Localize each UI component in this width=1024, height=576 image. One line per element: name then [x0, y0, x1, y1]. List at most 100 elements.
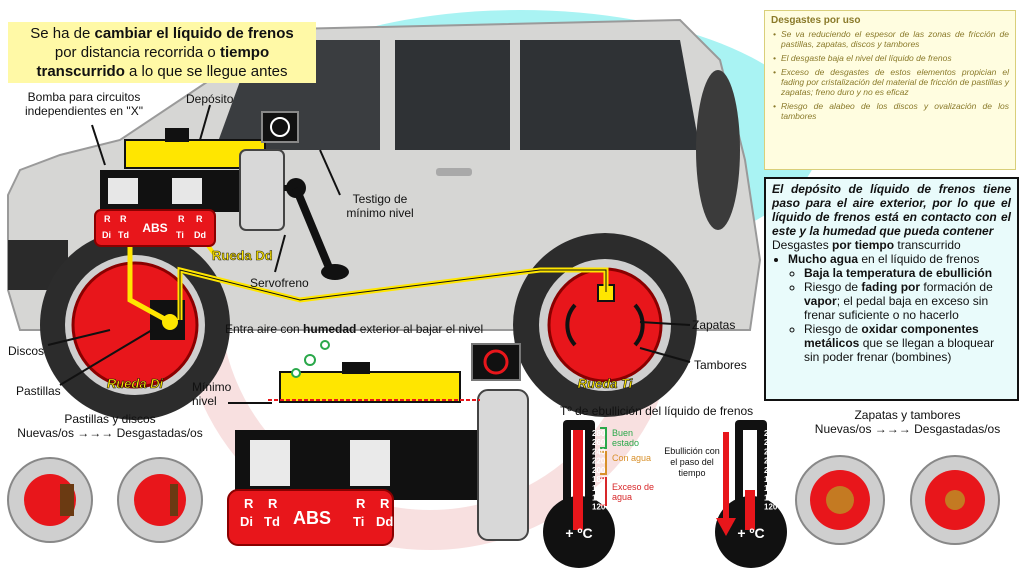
arrow-discos — [47, 329, 111, 346]
door-handle — [436, 168, 472, 176]
thermo-tick-label: 240 — [592, 447, 606, 456]
entra-aire-a: Entra aire con — [225, 322, 304, 336]
label-bomba: Bomba para circuitos independientes en "… — [25, 90, 143, 118]
sub2b: fading por — [861, 280, 921, 294]
line-c: transcurrido — [894, 238, 961, 252]
middle-window — [395, 40, 510, 150]
sub3b: oxidar componentes metálicos — [804, 322, 979, 350]
abs-label-large: ABS — [293, 508, 331, 528]
abs-unit — [94, 209, 216, 247]
thermo-left-plus-c: + ºC — [565, 525, 592, 541]
label-discos: Discos — [8, 344, 45, 358]
sub-item-2: Riesgo de fading por formación de vapor;… — [804, 280, 1011, 322]
shoes-worn — [945, 490, 965, 510]
arrow-servofreno — [274, 234, 286, 273]
reservoir-cap — [165, 128, 189, 142]
panel-uso-heading: Desgastes por uso — [771, 15, 861, 26]
boiling-arrow-head — [716, 518, 736, 536]
arrow-testigo — [319, 149, 341, 196]
entra-aire-c: exterior al bajar el nivel — [356, 322, 484, 336]
servo-large — [477, 389, 529, 541]
sub1: Baja la temperatura de ebullición — [804, 266, 993, 280]
abs-large-r3: R — [356, 496, 366, 511]
thermo-tick-label: 260 — [592, 438, 606, 447]
abs-large-dd: Dd — [376, 514, 393, 529]
piston-large-2 — [350, 440, 390, 486]
pad-worn — [170, 484, 178, 516]
label-ebullicion-tiempo: Ebullición con el paso del tiempo — [664, 446, 720, 478]
sub2a: Riesgo de — [804, 280, 862, 294]
sub2d: vapor — [804, 294, 837, 308]
reservoir-top-large — [279, 371, 461, 403]
arrow-zapatas — [639, 321, 691, 326]
line-b: por tiempo — [832, 238, 895, 252]
rueda-ti-label: Rueda Ti — [578, 376, 633, 391]
sub3a: Riesgo de — [804, 322, 862, 336]
label-con-agua: Con agua — [612, 453, 652, 463]
piston-1 — [108, 178, 138, 204]
label-testigo: Testigo de mínimo nivel — [346, 192, 414, 220]
abs-large-di: Di — [240, 514, 253, 529]
label-exceso-agua: Exceso de agua — [612, 482, 655, 502]
thermo-tick-label: 200 — [764, 466, 778, 475]
warning-light-large-icon — [483, 349, 509, 375]
front-disc — [71, 261, 199, 389]
bracket-excess — [600, 477, 607, 506]
thermo-right-plus-c: + ºC — [737, 525, 764, 541]
title-l2a: por distancia recorrida o — [54, 44, 220, 61]
bracket-water — [600, 451, 607, 475]
label-entra-aire: Entra aire con humedad exterior al bajar… — [225, 322, 483, 336]
label-servofreno: Servofreno — [250, 276, 309, 290]
sub2e: ; el pedal baja en exceso sin frenar suf… — [804, 294, 989, 322]
abs-unit-large — [227, 489, 394, 546]
thermo-tick-label: 160 — [592, 484, 606, 493]
title-l1a: Se ha de — [30, 25, 95, 42]
abs-r-ti: R — [178, 214, 185, 224]
sub-item-3: Riesgo de oxidar componentes metálicos q… — [804, 322, 1011, 364]
abs-large-r2: R — [268, 496, 278, 511]
rear-window — [520, 40, 700, 150]
abs-large-td: Td — [264, 514, 280, 529]
thermo-tick-label: 120 — [592, 503, 606, 512]
label-buen-estado: Buen estado — [612, 428, 640, 448]
warning-light-icon — [270, 117, 290, 137]
thermo-tick-label: 140 — [592, 493, 606, 502]
zapatas-tambores-title: Zapatas y tambores — [854, 408, 961, 422]
bubble — [291, 368, 301, 378]
title-l3b: a lo que se llegue antes — [124, 63, 288, 80]
thermo-tick-label: 220 — [764, 457, 778, 466]
arrow-deposito — [199, 104, 211, 141]
shoe-left — [565, 303, 577, 347]
brake-pedal-arm — [292, 186, 334, 272]
panel-tiempo-intro: El depósito de líquido de frenos tiene p… — [772, 182, 1011, 238]
abs-r-di: R — [104, 214, 111, 224]
shoes-new — [826, 486, 854, 514]
title-l3a: transcurrido — [36, 63, 125, 80]
title-l1b: cambiar el líquido de frenos — [94, 25, 294, 42]
panel-uso-list: Se va reduciendo el espesor de las zonas… — [771, 29, 1009, 121]
line-a: Desgastes — [772, 238, 833, 252]
label-tambores: Tambores — [694, 358, 747, 372]
bubble — [304, 354, 316, 366]
main-title: Se ha de cambiar el líquido de frenos po… — [8, 22, 316, 83]
sub3c: que se llegan a bloquear sin poder frena… — [804, 336, 995, 364]
piston-2 — [172, 178, 202, 204]
thermometer-right-fill — [745, 490, 755, 530]
abs-large-r4: R — [380, 496, 390, 511]
label-tebullicion: Tº de ebullición del líquido de frenos — [560, 404, 754, 418]
thermo-tick-label: 240 — [764, 447, 778, 456]
panel-uso-item: Se va reduciendo el espesor de las zonas… — [773, 29, 1009, 49]
piston-large-1 — [250, 440, 290, 486]
label-pastillas-discos: Pastillas y discos Nuevas/os →→→ Desgast… — [10, 412, 210, 440]
arrow-pastillas — [59, 329, 153, 386]
pastillas-discos-title: Pastillas y discos — [64, 412, 156, 426]
bubble — [320, 340, 330, 350]
abs-di: Di — [102, 230, 111, 240]
thermometer-left-fill — [573, 430, 583, 530]
thermo-tick-label: 180 — [592, 475, 606, 484]
panel-uso-item: Riesgo de alabeo de los discos y ovaliza… — [773, 101, 1009, 121]
abs-td: Td — [118, 230, 129, 240]
brake-line-front — [127, 235, 172, 325]
abs-large-r1: R — [244, 496, 254, 511]
